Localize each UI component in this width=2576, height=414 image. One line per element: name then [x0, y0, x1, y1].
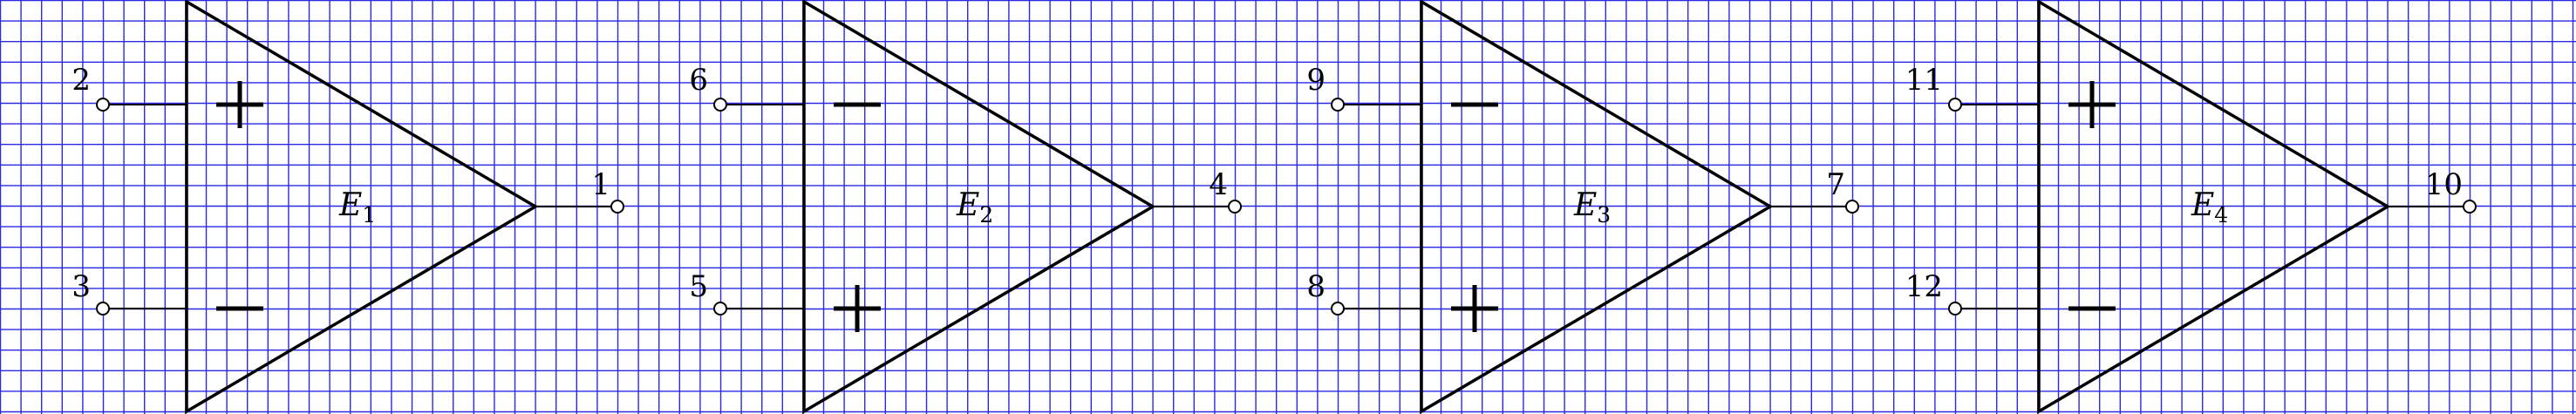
input-terminal-top: [1331, 98, 1345, 112]
polarity-sign-bottom: [1451, 285, 1498, 332]
amplifier-name: E3: [1573, 187, 1611, 227]
output-terminal: [1228, 200, 1242, 214]
amplifier-body: [185, 0, 539, 414]
pin-label-top: 9: [1306, 63, 1325, 98]
amplifier-body: [1420, 0, 1774, 414]
amplifier-e1: 2 3 1 E1: [72, 0, 624, 414]
input-terminal-bottom: [713, 302, 727, 316]
output-terminal: [2463, 200, 2477, 214]
pin-label-top: 11: [1905, 63, 1943, 98]
pin-label-bottom: 5: [689, 269, 708, 304]
output-terminal: [610, 200, 624, 214]
pin-label-top: 6: [689, 63, 708, 98]
amplifier-body: [802, 0, 1156, 414]
input-terminal-bottom: [96, 302, 110, 316]
amplifier-name-letter: E: [1573, 187, 1597, 223]
pin-label-output: 4: [1209, 167, 1228, 202]
amplifier-name-subscript: 2: [979, 202, 993, 227]
pin-label-output: 10: [2425, 167, 2463, 202]
polarity-sign-top: [216, 81, 263, 128]
pin-label-output: 1: [591, 167, 610, 202]
pin-label-bottom: 3: [72, 269, 91, 304]
amplifier-name-letter: E: [338, 187, 362, 223]
input-terminal-top: [96, 98, 110, 112]
amplifier-e2: 6 5 4 E2: [689, 0, 1242, 414]
pin-label-top: 2: [72, 63, 91, 98]
amplifier-name-subscript: 4: [2214, 202, 2228, 227]
amplifier-e3: 9 8 7 E3: [1306, 0, 1859, 414]
amplifier-name: E2: [956, 187, 993, 227]
input-terminal-top: [713, 98, 727, 112]
amplifier-name-subscript: 1: [362, 202, 376, 227]
amplifier-e4: 11 12 10 E4: [1905, 0, 2477, 414]
polarity-sign-bottom: [834, 285, 881, 332]
input-terminal-bottom: [1948, 302, 1962, 316]
input-terminal-bottom: [1331, 302, 1345, 316]
amplifier-name: E4: [2191, 187, 2228, 227]
pin-label-bottom: 8: [1306, 269, 1325, 304]
amplifier-name: E1: [338, 187, 376, 227]
pin-label-bottom: 12: [1905, 269, 1943, 304]
input-terminal-top: [1948, 98, 1962, 112]
amplifier-body: [2037, 0, 2391, 414]
amplifier-name-letter: E: [2191, 187, 2214, 223]
output-terminal: [1845, 200, 1859, 214]
pin-label-output: 7: [1826, 167, 1845, 202]
amplifier-name-subscript: 3: [1597, 202, 1611, 227]
polarity-sign-top: [2068, 81, 2116, 128]
amplifier-name-letter: E: [956, 187, 979, 223]
